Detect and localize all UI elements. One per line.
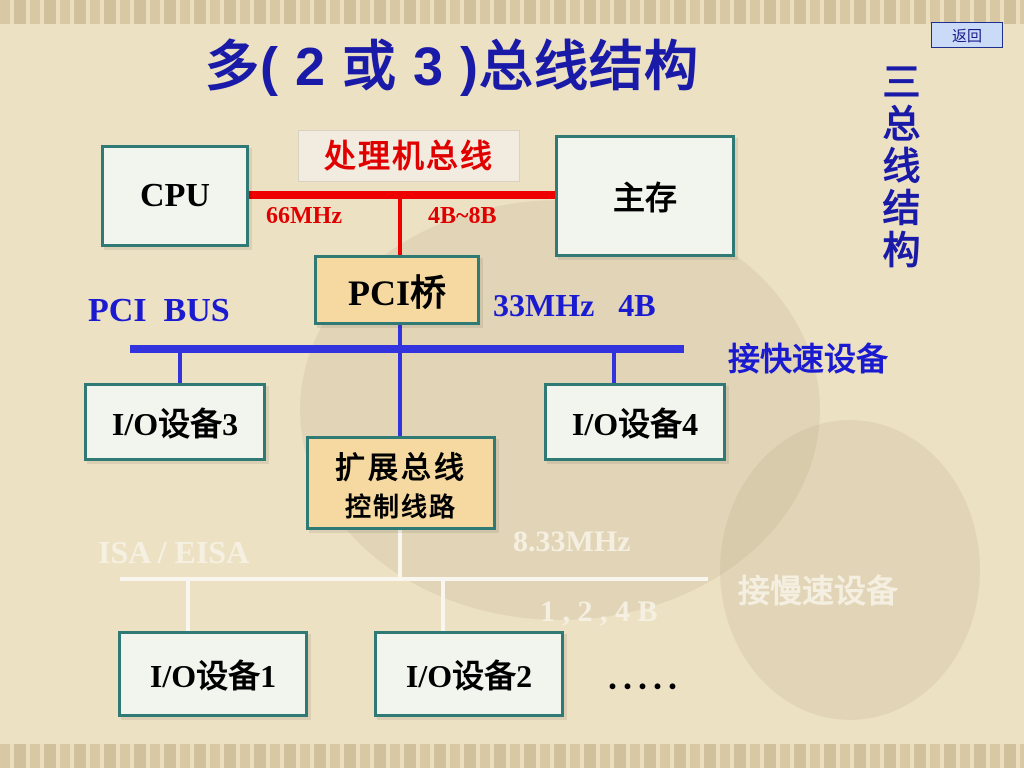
cpu-label: CPU <box>140 177 210 214</box>
expansion-controller-line1: 扩展总线 <box>335 450 467 486</box>
processor-bus-label: 处理机总线 <box>298 130 520 182</box>
expansion-bus-controller-block: 扩展总线 控制线路 <box>306 436 496 530</box>
processor-bus-speed: 66MHz <box>266 203 342 229</box>
pci-bus-speed-width: 33MHz 4B <box>493 287 656 323</box>
expansion-bus-speed: 8.33MHz <box>513 525 631 558</box>
more-devices-ellipsis: ..... <box>608 657 683 697</box>
io-device-4-label: I/O设备4 <box>571 406 699 442</box>
io-device-1-label: I/O设备1 <box>149 658 277 694</box>
fast-device-note: 接快速设备 <box>728 340 889 378</box>
slow-device-note: 接慢速设备 <box>738 572 899 610</box>
io-device-2-label: I/O设备2 <box>405 658 533 694</box>
io-device-1-block: I/O设备1 <box>118 631 308 717</box>
back-button[interactable]: 返回 <box>931 22 1003 48</box>
processor-bus-width: 4B~8B <box>428 203 497 229</box>
cpu-block: CPU <box>101 145 249 247</box>
bottom-decorative-border <box>0 744 1024 768</box>
io-device-3-block: I/O设备3 <box>84 383 266 461</box>
top-decorative-border <box>0 0 1024 24</box>
io-device-4-block: I/O设备4 <box>544 383 726 461</box>
expansion-bus-label: ISA / EISA <box>98 534 250 570</box>
expansion-bus-width: 1 , 2 , 4 B <box>540 595 658 628</box>
side-title: 三总线结构 <box>876 62 920 272</box>
background-plum-branch <box>720 420 980 720</box>
expansion-controller-line2: 控制线路 <box>344 492 457 523</box>
pci-bus-label: PCI BUS <box>88 292 230 329</box>
pci-bridge-label: PCI桥 <box>348 273 446 313</box>
main-memory-block: 主存 <box>555 135 735 257</box>
pci-bridge-block: PCI桥 <box>314 255 480 325</box>
io-device-2-block: I/O设备2 <box>374 631 564 717</box>
io-device-3-label: I/O设备3 <box>111 406 239 442</box>
main-memory-label: 主存 <box>612 179 677 217</box>
slide-title: 多( 2 或 3 )总线结构 <box>205 37 700 97</box>
